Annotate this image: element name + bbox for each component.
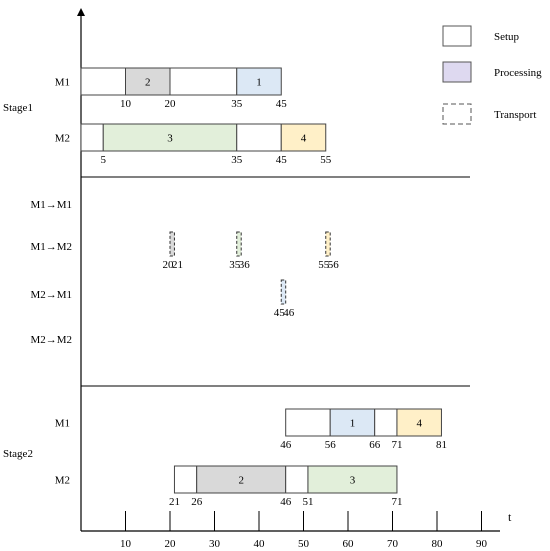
x-tick-label: 50	[298, 538, 310, 550]
legend-label-transport: Transport	[494, 109, 536, 121]
time-label: 20	[165, 98, 177, 110]
transport-start-label: 45	[274, 307, 286, 319]
processing-block	[196, 465, 287, 494]
time-label: 55	[320, 154, 332, 166]
time-label: 46	[280, 439, 292, 451]
job-label: 4	[416, 418, 422, 430]
stage-label: Stage1	[3, 102, 33, 114]
transport-start-label: 20	[163, 259, 175, 271]
x-axis-label: t	[508, 510, 512, 524]
time-label: 35	[231, 98, 243, 110]
setup-block	[285, 408, 331, 437]
job-label: 3	[350, 475, 356, 487]
machine-label: M1	[55, 77, 70, 89]
x-tick-label: 40	[254, 538, 266, 550]
transport-block	[169, 231, 175, 257]
machine-label: M2	[55, 133, 70, 145]
x-tick-label: 20	[165, 538, 177, 550]
transport-end-label: 46	[283, 307, 295, 319]
time-label: 10	[120, 98, 132, 110]
processing-block	[236, 67, 282, 96]
legend-label-setup: Setup	[494, 31, 520, 43]
time-label: 81	[436, 439, 447, 451]
processing-block	[329, 408, 376, 437]
time-label: 26	[191, 496, 203, 508]
x-tick-label: 60	[343, 538, 355, 550]
route-label: M1→M1	[30, 199, 72, 211]
job-label: 2	[238, 475, 244, 487]
transport-end-label: 36	[239, 259, 251, 271]
machine-label: M2	[55, 475, 70, 487]
setup-block	[236, 123, 282, 152]
job-label: 1	[350, 418, 356, 430]
setup-block	[173, 465, 198, 494]
transport-block	[280, 279, 287, 305]
processing-block	[396, 408, 442, 437]
job-label: 1	[256, 77, 262, 89]
setup-block	[80, 123, 104, 152]
legend-swatch-processing	[442, 61, 472, 83]
x-tick-label: 70	[387, 538, 399, 550]
time-label: 45	[276, 98, 288, 110]
setup-block	[374, 408, 398, 437]
route-label: M2→M2	[30, 334, 72, 346]
route-label: M1→M2	[30, 241, 72, 253]
stage-label: Stage2	[3, 448, 33, 460]
time-label: 71	[391, 439, 402, 451]
job-label: 3	[167, 133, 173, 145]
processing-block	[102, 123, 238, 152]
job-label: 4	[301, 133, 307, 145]
transport-block	[325, 231, 331, 257]
time-label: 21	[169, 496, 180, 508]
time-label: 45	[276, 154, 288, 166]
x-tick-label: 90	[476, 538, 488, 550]
processing-block	[280, 123, 327, 152]
x-tick-label: 10	[120, 538, 132, 550]
machine-label: M1	[55, 418, 70, 430]
time-label: 51	[302, 496, 313, 508]
job-label: 2	[145, 77, 151, 89]
setup-block	[80, 67, 126, 96]
setup-block	[169, 67, 238, 96]
setup-block	[285, 465, 309, 494]
time-label: 5	[101, 154, 107, 166]
legend-swatch-setup	[442, 25, 472, 47]
transport-end-label: 56	[328, 259, 340, 271]
x-tick-label: 80	[432, 538, 444, 550]
transport-start-label: 35	[229, 259, 241, 271]
time-label: 71	[391, 496, 402, 508]
legend-label-processing: Processing	[494, 67, 542, 79]
time-label: 35	[231, 154, 243, 166]
y-axis-arrow	[77, 8, 85, 16]
time-label: 46	[280, 496, 292, 508]
x-tick-label: 30	[209, 538, 221, 550]
legend-swatch-transport	[442, 103, 472, 125]
transport-end-label: 21	[172, 259, 183, 271]
processing-block	[307, 465, 398, 494]
route-label: M2→M1	[30, 289, 72, 301]
time-label: 66	[369, 439, 381, 451]
transport-block	[236, 231, 242, 257]
time-label: 56	[325, 439, 337, 451]
transport-start-label: 55	[318, 259, 330, 271]
